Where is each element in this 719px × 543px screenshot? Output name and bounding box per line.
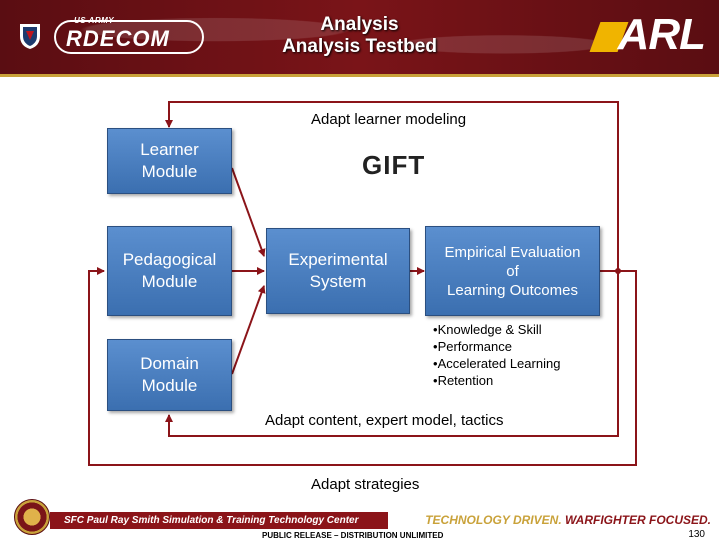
release-notice: PUBLIC RELEASE – DISTRIBUTION UNLIMITED xyxy=(262,531,444,540)
pedagogical-module-box: Pedagogical Module xyxy=(107,226,232,316)
tagline: TECHNOLOGY DRIVEN. WARFIGHTER FOCUSED. xyxy=(425,513,711,527)
army-shield-icon xyxy=(20,24,40,49)
loop-adapt-content xyxy=(165,271,619,437)
tagline-part2: WARFIGHTER FOCUSED. xyxy=(565,513,711,527)
junction-dot xyxy=(615,268,621,274)
outcome-item: Knowledge & Skill xyxy=(433,321,560,338)
page-number: 130 xyxy=(688,529,705,540)
learner-module-box: Learner Module xyxy=(107,128,232,194)
label-adapt-content: Adapt content, expert model, tactics xyxy=(265,412,504,429)
slide-header: US ARMY RDECOM Analysis Analysis Testbed… xyxy=(0,0,719,74)
domain-module-box: Domain Module xyxy=(107,339,232,411)
label-adapt-strategies: Adapt strategies xyxy=(311,476,420,493)
outcome-item: Performance xyxy=(433,338,560,355)
rdecom-logo: US ARMY RDECOM xyxy=(14,14,204,58)
rdecom-text: RDECOM xyxy=(66,26,170,51)
us-army-text: US ARMY xyxy=(74,16,115,25)
experimental-system-box: Experimental System xyxy=(266,228,410,314)
slide-title: Analysis Analysis Testbed xyxy=(0,14,719,58)
outcome-item: Retention xyxy=(433,372,560,389)
outcome-item: Accelerated Learning xyxy=(433,355,561,372)
testbed-diagram: Learner Module Pedagogical Module Domain… xyxy=(0,78,719,493)
loop-adapt-learner-modeling xyxy=(165,101,619,271)
slide-title-line1: Analysis xyxy=(320,14,399,35)
label-adapt-learner-modeling: Adapt learner modeling xyxy=(311,111,467,128)
rdecom-oval xyxy=(54,20,204,54)
arrow-domain-to-experimental xyxy=(231,285,266,375)
tagline-part1: TECHNOLOGY DRIVEN. xyxy=(425,513,562,527)
arl-logo: ARL xyxy=(617,10,706,59)
slide-title-line2: Analysis Testbed xyxy=(282,36,437,57)
header-divider xyxy=(0,74,719,77)
slide-footer: SFC Paul Ray Smith Simulation & Training… xyxy=(0,495,719,543)
empirical-evaluation-box: Empirical Evaluation of Learning Outcome… xyxy=(425,226,600,316)
loop-adapt-strategies xyxy=(88,267,637,466)
diagram-connectors xyxy=(88,101,637,466)
center-name: SFC Paul Ray Smith Simulation & Training… xyxy=(64,515,359,526)
gift-logo: GIFT xyxy=(362,150,426,180)
footer-bar xyxy=(50,512,388,529)
outcomes-list: Knowledge & Skill Performance Accelerate… xyxy=(433,321,561,389)
arrow-learner-to-experimental xyxy=(231,167,266,257)
center-seal-icon xyxy=(14,499,50,535)
